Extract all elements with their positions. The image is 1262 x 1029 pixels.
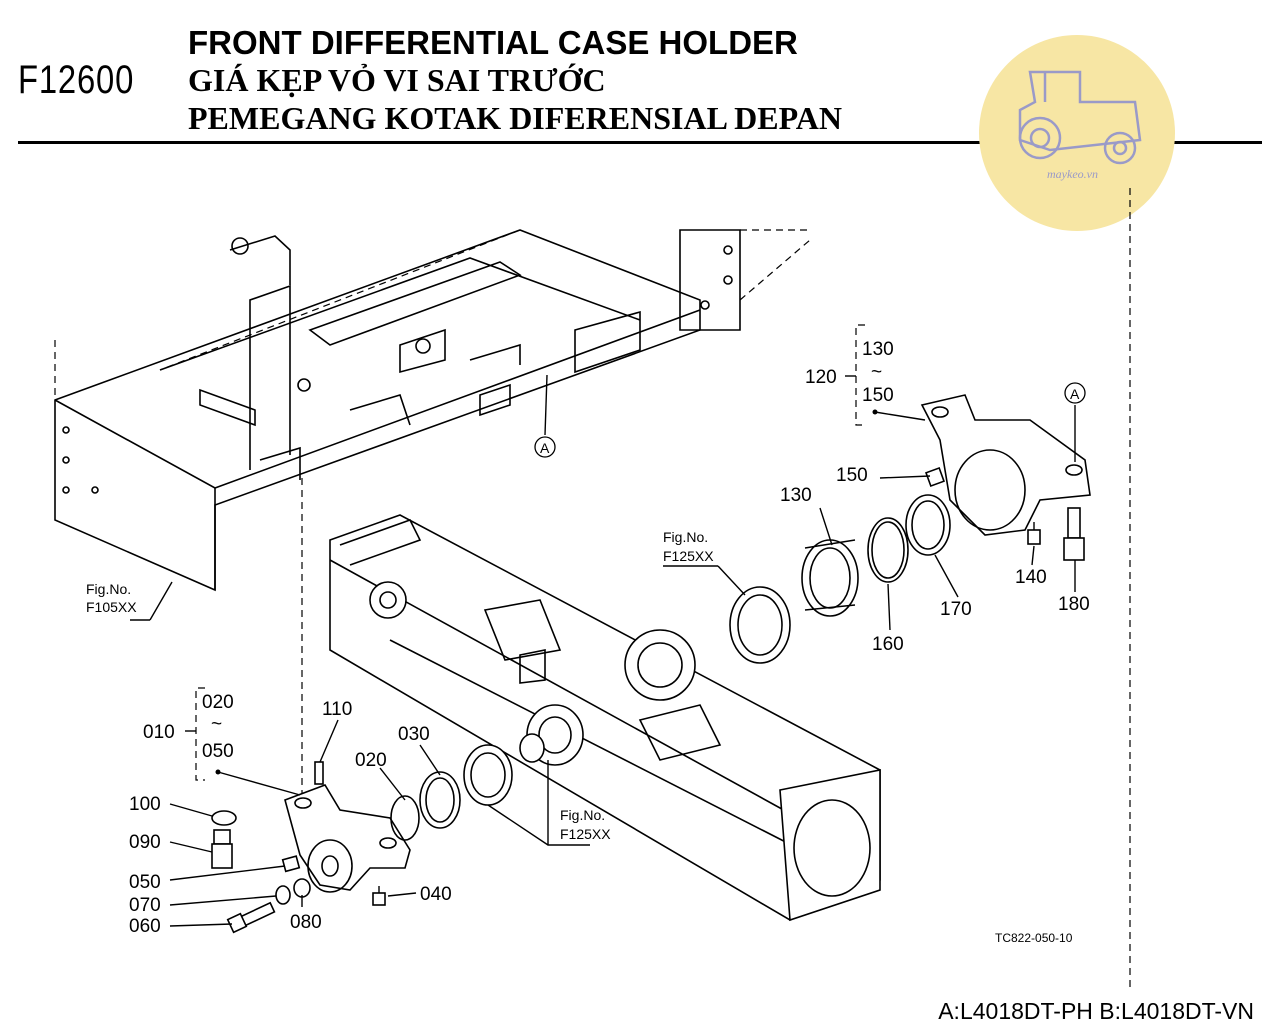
plug-150[interactable] — [925, 467, 945, 487]
bushing-030[interactable] — [419, 771, 461, 829]
grease-nipple-040[interactable] — [372, 886, 386, 906]
case-holder-120[interactable] — [920, 394, 1091, 536]
plug-050[interactable] — [281, 855, 301, 873]
svg-text:A: A — [540, 440, 550, 456]
drawing-code: TC822-050-10 — [995, 931, 1073, 945]
callout-180: 180 — [1058, 594, 1090, 615]
callout-150-range-end: 150 — [862, 385, 894, 406]
case-holder-010[interactable] — [284, 784, 411, 893]
callout-050-range-end: 050 — [202, 741, 234, 762]
marker-a-holder: A — [1064, 382, 1086, 404]
callout-090: 090 — [129, 832, 161, 853]
callout-120: 120 — [805, 367, 837, 388]
shaft-gear-left — [519, 704, 584, 766]
washer-100[interactable] — [211, 810, 237, 826]
fig-ref-bearing-number: F125XX — [560, 826, 611, 842]
fig-ref-bearing-label: Fig.No. — [560, 807, 605, 823]
o-ring-020[interactable] — [390, 795, 420, 841]
callout-140: 140 — [1015, 567, 1047, 588]
bearing-f125xx-upper[interactable] — [729, 586, 791, 664]
callout-range-tilde-b: ~ — [871, 362, 882, 383]
washer-070[interactable] — [275, 885, 291, 905]
applicable-models: A:L4018DT-PH B:L4018DT-VN — [938, 998, 1254, 1024]
callout-170: 170 — [940, 599, 972, 620]
fig-ref-axle-label: Fig.No. — [663, 529, 708, 545]
bracket-010 — [185, 687, 205, 781]
title-indonesian: PEMEGANG KOTAK DIFERENSIAL DEPAN — [188, 100, 842, 136]
callout-100: 100 — [129, 794, 161, 815]
o-ring-160[interactable] — [867, 517, 909, 583]
leader-dot-120 — [872, 409, 878, 415]
bearing-f125xx-lower[interactable] — [463, 744, 513, 806]
bolt-090[interactable] — [211, 829, 233, 869]
callout-160: 160 — [872, 634, 904, 655]
watermark-circle — [979, 35, 1175, 231]
fig-ref-axle-number: F125XX — [663, 548, 714, 564]
callout-130: 130 — [780, 485, 812, 506]
callout-040: 040 — [420, 884, 452, 905]
title-vietnamese: GIÁ KẸP VỎ VI SAI TRƯỚC — [188, 62, 606, 98]
bearing-130[interactable] — [801, 539, 859, 617]
callout-030: 030 — [398, 724, 430, 745]
pin-110[interactable] — [314, 761, 324, 785]
front-axle-housing — [329, 514, 881, 922]
callout-010: 010 — [143, 722, 175, 743]
title-english: FRONT DIFFERENTIAL CASE HOLDER — [188, 24, 798, 61]
callout-050: 050 — [129, 872, 161, 893]
callout-range-tilde-a: ~ — [211, 714, 222, 735]
seal-170[interactable] — [905, 494, 951, 556]
fig-ref-frame-number: F105XX — [86, 599, 137, 615]
svg-text:A: A — [1070, 386, 1080, 402]
nut-080[interactable] — [293, 878, 311, 898]
callout-020: 020 — [355, 750, 387, 771]
leader-dot-010 — [215, 769, 221, 775]
callout-060: 060 — [129, 916, 161, 937]
callout-020-range-start: 020 — [202, 692, 234, 713]
bevel-gear-right — [624, 629, 696, 701]
callout-080: 080 — [290, 912, 322, 933]
bolt-060[interactable] — [226, 901, 276, 934]
callout-130-range-start: 130 — [862, 339, 894, 360]
watermark-text: maykeo.vn — [1047, 167, 1098, 181]
header-rule — [18, 141, 1262, 144]
grease-nipple-140[interactable] — [1027, 522, 1041, 545]
callout-110: 110 — [322, 699, 352, 720]
fig-ref-frame-label: Fig.No. — [86, 581, 131, 597]
leader-lines — [130, 374, 1076, 927]
tractor-frame — [54, 229, 811, 592]
page-code: F12600 — [18, 58, 135, 102]
callout-070: 070 — [129, 895, 161, 916]
marker-a-frame: A — [534, 436, 556, 458]
watermark-logo: maykeo.vn — [979, 35, 1175, 231]
bolt-180[interactable] — [1063, 507, 1085, 561]
callout-150: 150 — [836, 465, 868, 486]
tractor-icon — [1018, 70, 1142, 165]
bracket-120 — [845, 324, 865, 426]
